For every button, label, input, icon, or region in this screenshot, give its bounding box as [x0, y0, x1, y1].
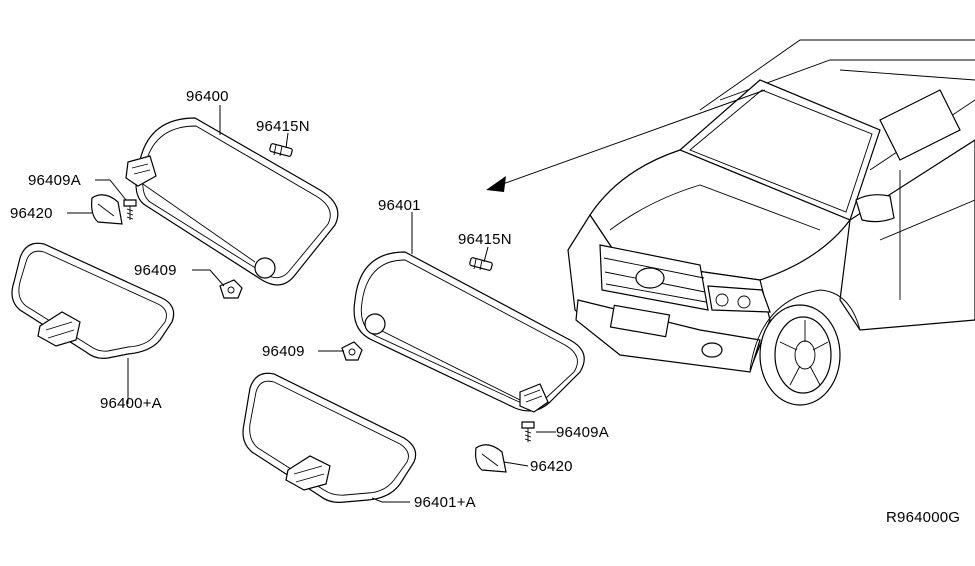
diagram-code: R964000G	[886, 509, 960, 526]
label-clip-right: 96409	[262, 343, 305, 360]
label-holder-pin-right: 96415N	[458, 231, 512, 248]
sun-visor-left	[125, 117, 339, 286]
label-cover-right: 96420	[530, 458, 573, 475]
sun-visor-right	[353, 251, 585, 413]
vanity-mirror-left	[11, 242, 175, 359]
vehicle-illustration	[567, 39, 975, 406]
clip-right	[341, 341, 363, 361]
label-visor-left: 96400	[186, 88, 229, 105]
cover-left	[91, 194, 123, 225]
label-cover-left: 96420	[10, 205, 53, 222]
leader-lines	[67, 105, 556, 503]
label-visor-right: 96401	[378, 197, 421, 214]
label-screw-right: 96409A	[556, 424, 609, 441]
clip-left	[219, 279, 243, 299]
location-arrow	[486, 89, 766, 192]
holder-pin-right	[469, 257, 493, 271]
vanity-mirror-right	[242, 372, 417, 503]
label-mirror-left: 96400+A	[100, 395, 162, 412]
label-screw-left: 96409A	[28, 172, 81, 189]
screw-left	[123, 199, 137, 220]
label-mirror-right: 96401+A	[414, 494, 476, 511]
label-holder-pin-left: 96415N	[256, 118, 310, 135]
label-clip-left: 96409	[134, 262, 177, 279]
cover-right	[475, 444, 507, 473]
screw-right	[521, 421, 535, 442]
holder-pin-left	[269, 143, 293, 157]
